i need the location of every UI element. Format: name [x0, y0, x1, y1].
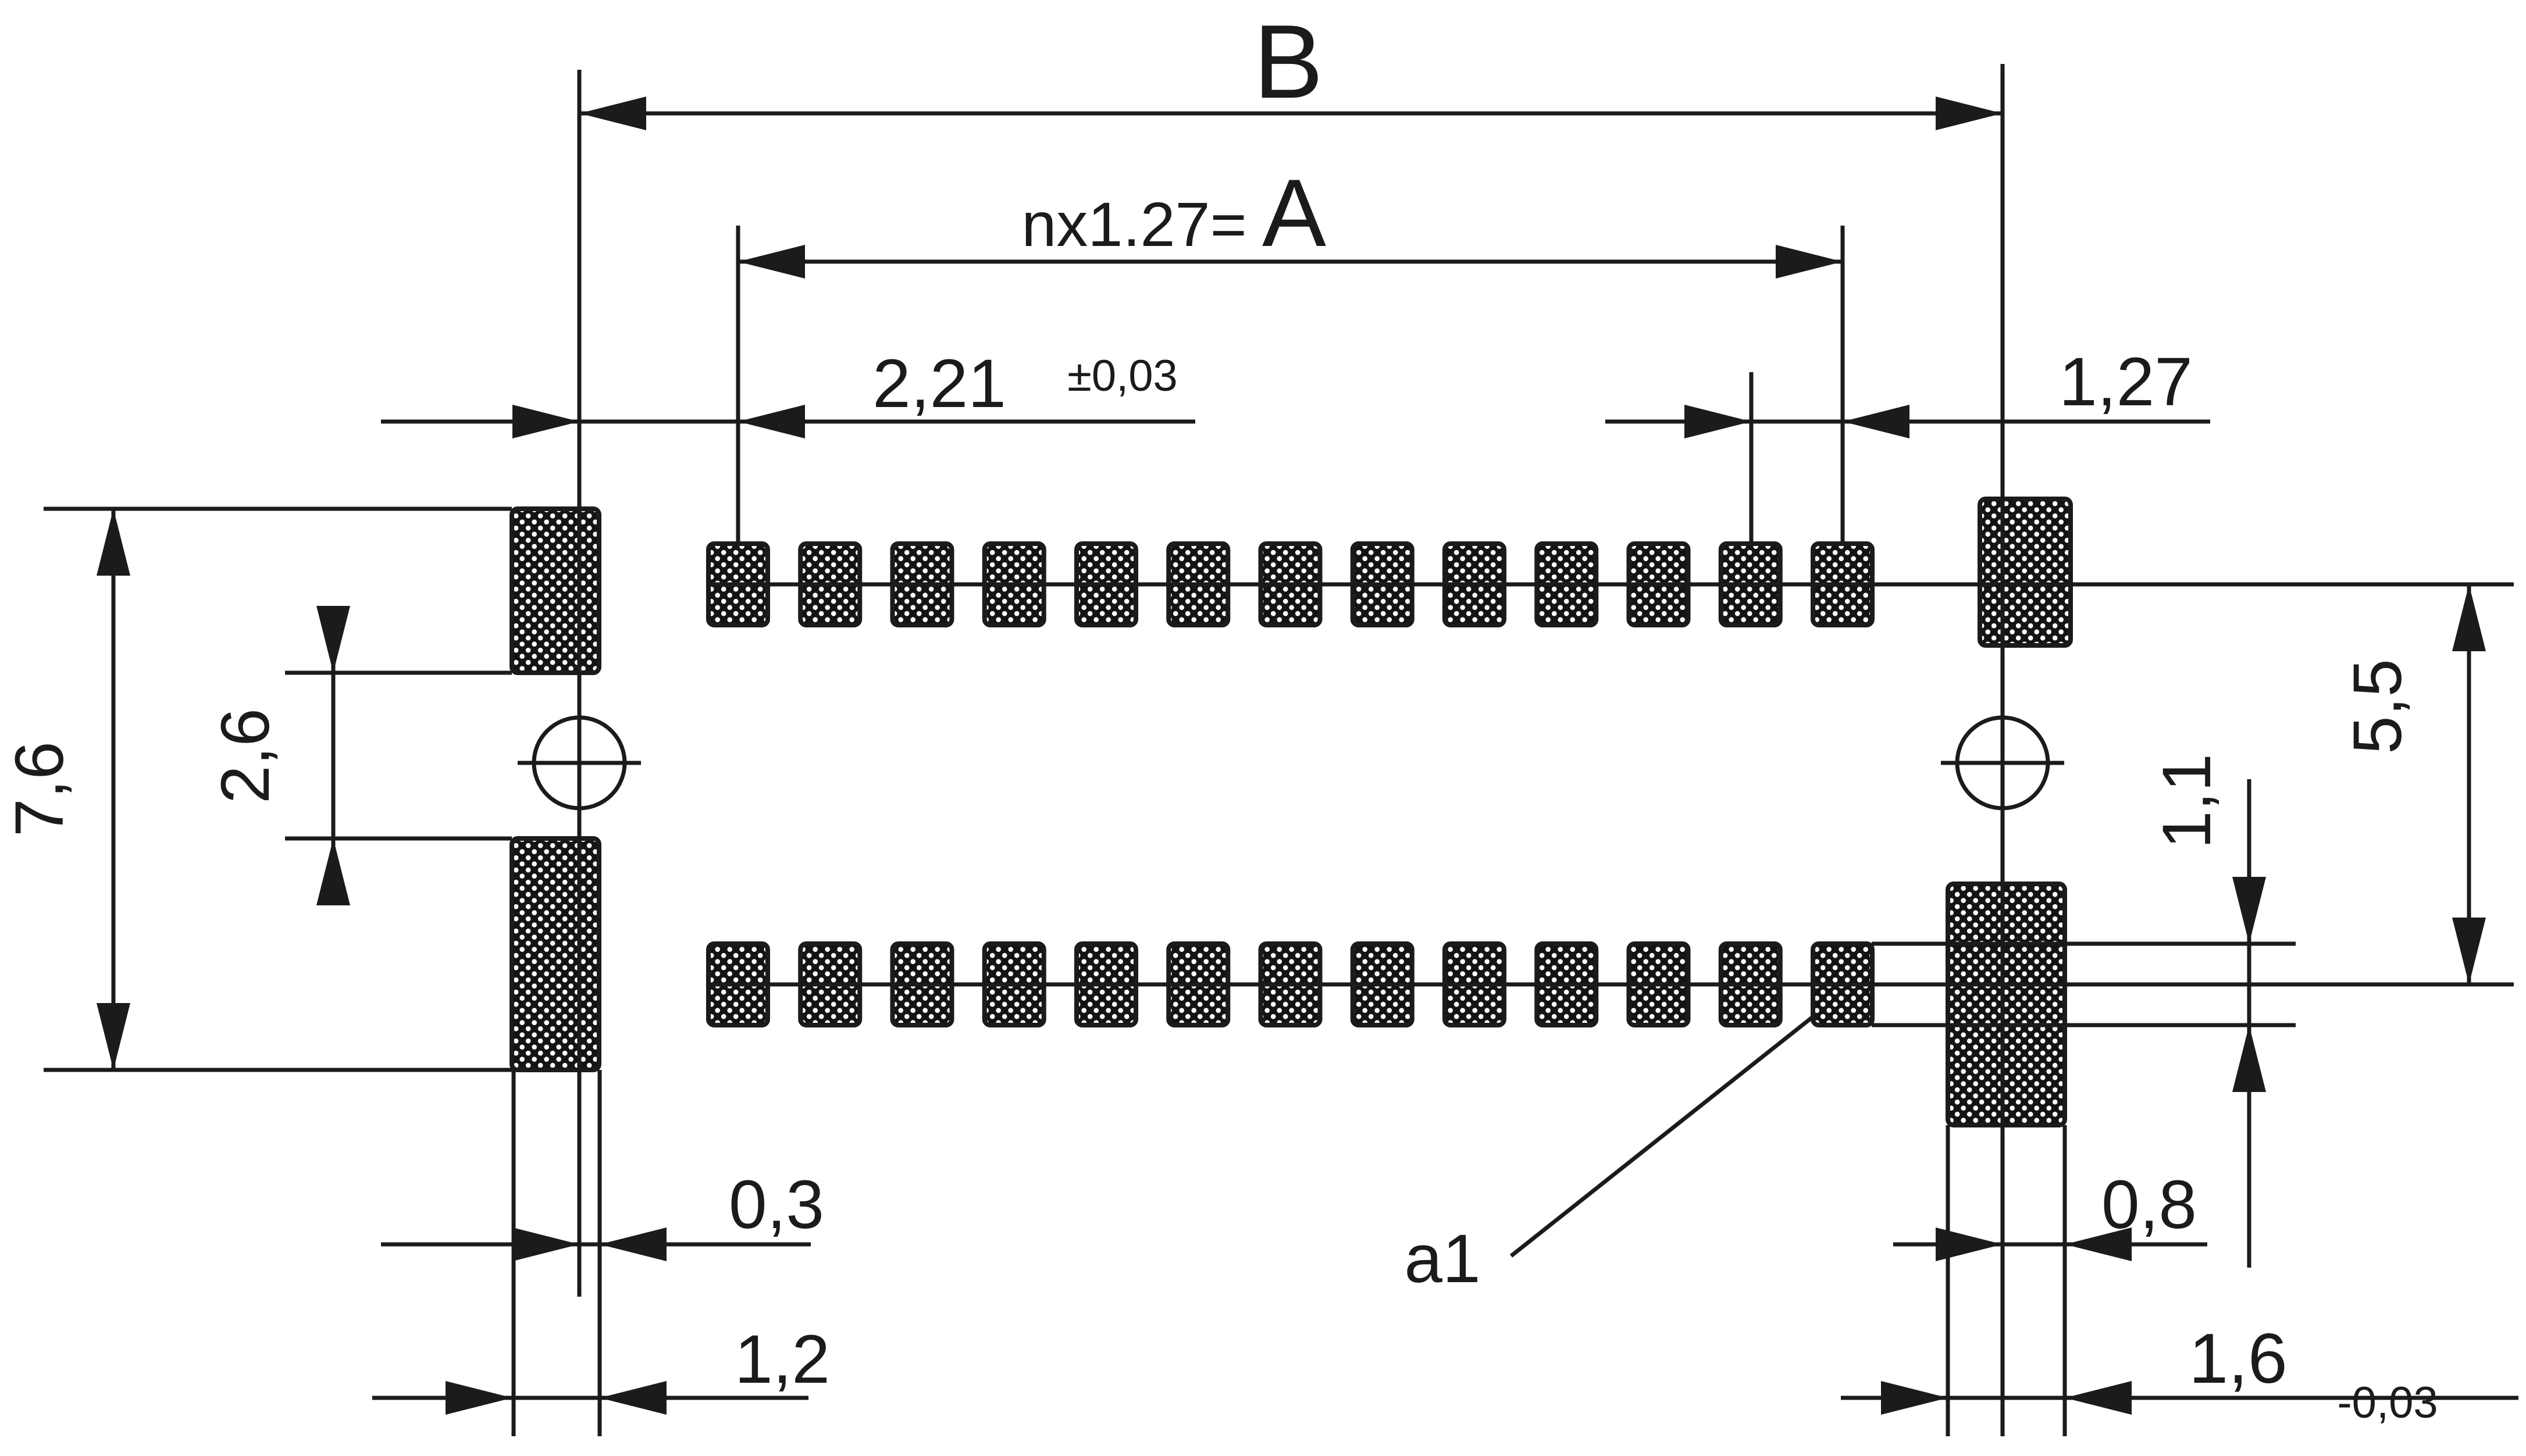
label-dim-5-5: 5,5 — [2339, 659, 2416, 754]
hole-left — [532, 715, 627, 811]
label-dim-B: B — [1253, 3, 1323, 120]
arrowhead-left — [2065, 1227, 2132, 1261]
label-dim-1-6: 1,6 — [2189, 1319, 2288, 1398]
label-dim-A: A — [1262, 159, 1326, 266]
contact-pads-group — [706, 541, 1875, 1027]
arrowhead-left — [1843, 405, 1909, 438]
arrowhead-down — [2452, 918, 2486, 984]
label-dim-2-21-tol: ±0,03 — [1067, 351, 1178, 401]
arrowhead-up — [316, 838, 350, 905]
arrowhead-down — [2232, 877, 2266, 944]
label-dim-7-6: 7,6 — [1, 741, 78, 837]
arrowhead-left — [738, 245, 805, 279]
hole-markers-group — [532, 715, 2050, 811]
arrowhead-right — [1936, 1227, 2003, 1261]
label-dim-1-1: 1,1 — [2149, 754, 2225, 849]
arrowhead-right — [512, 1227, 579, 1261]
dimension-lines-group — [44, 64, 2518, 1436]
label-dim-A-prefix: nx1.27= — [1021, 189, 1246, 259]
arrowhead-down — [316, 606, 350, 673]
arrowhead-up — [97, 509, 130, 576]
arrowhead-up — [2452, 584, 2486, 651]
arrowhead-right — [512, 405, 579, 438]
arrowhead-down — [97, 1003, 130, 1070]
arrowhead-right — [1936, 97, 2003, 130]
arrowhead-right — [1881, 1381, 1948, 1415]
arrowhead-right — [446, 1381, 512, 1415]
arrowhead-right — [1776, 245, 1843, 279]
label-dim-2-6: 2,6 — [207, 708, 284, 804]
arrowhead-up — [2232, 1025, 2266, 1092]
label-dim-2-21: 2,21 — [872, 345, 1006, 422]
mount-pad-bottom-left — [510, 836, 601, 1072]
arrowhead-left — [600, 1381, 667, 1415]
arrowhead-left — [2065, 1381, 2132, 1415]
mount-pad-top-left — [510, 506, 601, 675]
label-dim-1-2: 1,2 — [735, 1321, 830, 1398]
label-contact-ref-a1: a1 — [1404, 1221, 1480, 1297]
mount-pad-top-right — [1978, 497, 2073, 648]
label-dim-1-27: 1,27 — [2059, 344, 2193, 420]
label-dim-1-6-tol: -0,03 — [2337, 1378, 2438, 1428]
label-dim-0-3: 0,3 — [729, 1166, 824, 1243]
arrowhead-left — [600, 1227, 667, 1261]
dimension-line — [1509, 1014, 1816, 1258]
dimension-arrows-group — [97, 97, 2486, 1415]
hole-right — [1955, 715, 2050, 811]
arrowhead-right — [1684, 405, 1751, 438]
label-dim-0-8: 0,8 — [2101, 1166, 2197, 1243]
arrowhead-left — [579, 97, 646, 130]
mount-pad-bottom-right — [1946, 882, 2067, 1127]
arrowhead-left — [738, 405, 805, 438]
